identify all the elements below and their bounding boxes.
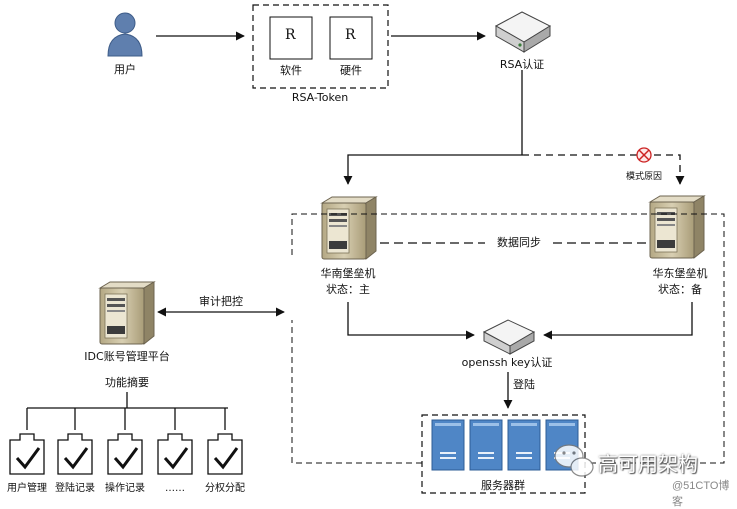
- rsa-auth-label: RSA认证: [499, 58, 545, 71]
- east-bastion-name: 华东堡垒机: [652, 267, 708, 280]
- document-check-icon: [206, 432, 244, 476]
- south-bastion-state: 状态：主: [326, 283, 370, 296]
- fault-note-label: 模式原因: [625, 172, 663, 182]
- rsa-software-letter: R: [285, 27, 296, 43]
- watermark-site: @51CTO博客: [672, 480, 730, 508]
- software-label: 软件: [280, 64, 302, 77]
- arrow-to-south: [343, 154, 522, 185]
- feature-item-label: 用户管理: [7, 483, 47, 494]
- arrow-south-to-openssh: [347, 302, 475, 340]
- idc-platform-server-icon: [99, 281, 155, 345]
- server-group-label: 服务器群: [481, 479, 525, 492]
- hardware-token-card: [329, 16, 373, 60]
- software-token-card: [269, 16, 313, 60]
- feature-tree: [26, 392, 228, 430]
- idc-platform-label: IDC账号管理平台: [84, 350, 170, 363]
- server-unit-icon: [431, 419, 465, 471]
- feature-item-label: 登陆记录: [55, 483, 95, 494]
- document-check-icon: [56, 432, 94, 476]
- server-unit-icon: [507, 419, 541, 471]
- watermark-name: 高可用架构: [598, 454, 698, 476]
- hardware-label: 硬件: [340, 64, 362, 77]
- arrow-east-to-openssh: [543, 302, 693, 340]
- user-icon: [107, 12, 143, 57]
- features-label: 功能摘要: [105, 376, 149, 389]
- feature-item-label: ……: [165, 483, 185, 494]
- openssh-device-icon: [482, 319, 536, 355]
- audit-label: 审计把控: [199, 295, 243, 308]
- feature-item-label: 操作记录: [105, 483, 145, 494]
- south-bastion-server-icon: [321, 196, 377, 260]
- wechat-icon: [554, 444, 594, 477]
- fault-icon: [636, 147, 652, 163]
- feature-item-label: 分权分配: [205, 483, 245, 494]
- document-check-icon: [106, 432, 144, 476]
- document-check-icon: [8, 432, 46, 476]
- east-bastion-state: 状态：备: [658, 283, 702, 296]
- east-bastion-server-icon: [649, 195, 705, 259]
- bastion-region-border: [291, 213, 725, 464]
- login-label: 登陆: [513, 378, 535, 391]
- server-group-box: [421, 414, 586, 494]
- arrow-to-east-standby: [522, 154, 685, 185]
- rsa-token-label: RSA-Token: [291, 91, 349, 104]
- server-unit-icon: [469, 419, 503, 471]
- data-sync-label: 数据同步: [497, 236, 541, 249]
- openssh-label: openssh key认证: [461, 356, 553, 369]
- rsa-auth-device-icon: [494, 11, 552, 53]
- rsa-token-box: [252, 4, 389, 89]
- south-bastion-name: 华南堡垒机: [320, 267, 376, 280]
- user-label: 用户: [114, 63, 136, 76]
- rsa-hardware-letter: R: [345, 27, 356, 43]
- document-check-icon: [156, 432, 194, 476]
